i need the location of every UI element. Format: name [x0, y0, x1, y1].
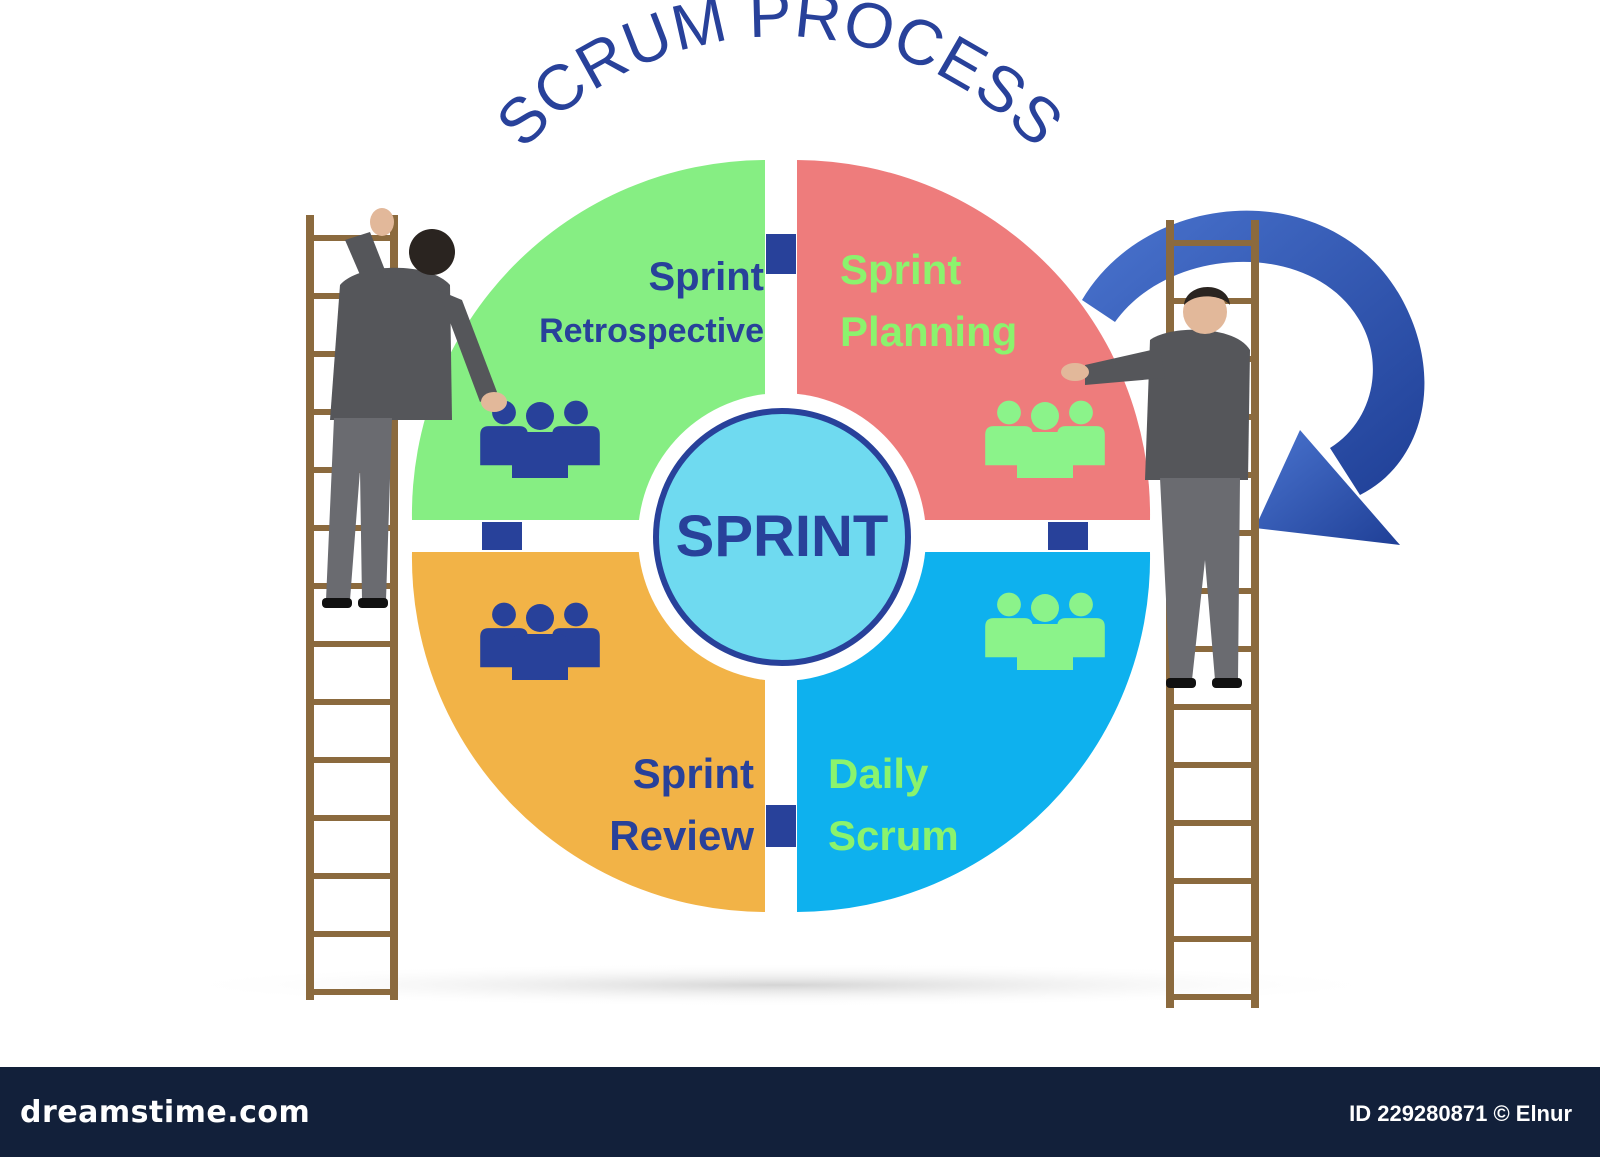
- ladder-rung: [310, 989, 394, 995]
- connector-left: [482, 522, 522, 550]
- label-planning-line1: Sprint: [840, 246, 961, 293]
- connector-right: [1048, 522, 1088, 550]
- businessman-left-shoe-2: [358, 598, 388, 608]
- cycle-arrow-head: [1255, 430, 1400, 545]
- ladder-rung: [1170, 704, 1255, 710]
- diagram-title: SCRUM PROCESS: [482, 0, 1077, 160]
- ladder-rung: [1170, 936, 1255, 942]
- businessman-right: [1061, 286, 1250, 688]
- label-daily-line1: Daily: [828, 750, 929, 797]
- team-icon-retrospective: [480, 400, 600, 478]
- label-retrospective-line1: Sprint: [648, 255, 764, 299]
- person-head: [564, 400, 588, 425]
- person-head: [1031, 402, 1059, 430]
- businessman-left-jacket: [330, 267, 452, 420]
- ladder-rail-right: [1251, 220, 1259, 1008]
- businessman-left-shoe: [322, 598, 352, 608]
- businessman-left-legs: [326, 418, 392, 600]
- floor-shadow: [160, 963, 1400, 1007]
- ladder-rung: [1170, 994, 1255, 1000]
- label-review-line2: Review: [609, 812, 754, 859]
- ladder-rung: [310, 931, 394, 937]
- businessman-right-hair: [1184, 286, 1230, 305]
- diagram-title-path: SCRUM PROCESS: [482, 0, 1076, 160]
- ladder-rail-left: [306, 215, 314, 1000]
- scrum-process-diagram: SPRINT SCRUM PROCESS Sprint Retrospectiv…: [160, 0, 1425, 1008]
- person-head: [1069, 592, 1093, 617]
- person-body: [1017, 624, 1073, 670]
- person-head: [526, 402, 554, 430]
- footer-bar: dreamstime.com ID 229280871 © Elnur: [0, 1067, 1600, 1157]
- person-head: [526, 604, 554, 632]
- businessman-right-head: [1183, 290, 1227, 334]
- businessman-right-arm-pointing: [1085, 348, 1165, 385]
- quadrant-labels: Sprint Retrospective Sprint Planning Spr…: [539, 246, 1017, 859]
- label-daily-line2: Scrum: [828, 812, 959, 859]
- team-icon-review: [480, 602, 600, 680]
- businessman-right-hand: [1061, 363, 1089, 381]
- businessman-right-shoe-2: [1212, 678, 1242, 688]
- person-body: [1017, 432, 1073, 478]
- ladder-rail-right: [390, 215, 398, 1000]
- businessman-left-arm-extended: [438, 290, 497, 402]
- person-head: [1069, 400, 1093, 425]
- businessman-left: [322, 208, 507, 608]
- center-circle: [653, 408, 911, 666]
- team-icon-daily: [985, 592, 1105, 670]
- person-head: [1031, 594, 1059, 622]
- businessman-right-legs: [1160, 478, 1240, 680]
- person-head: [492, 602, 516, 627]
- label-planning-line2: Planning: [840, 308, 1017, 355]
- ladder-rung: [1170, 820, 1255, 826]
- ladder-rung: [310, 757, 394, 763]
- ladder-rung: [310, 815, 394, 821]
- ladder-rung: [310, 583, 394, 589]
- businessman-left-hand-raised: [370, 208, 394, 236]
- businessman-right-jacket: [1145, 329, 1250, 480]
- cycle-arrow-icon: [1082, 210, 1425, 545]
- footer-logo[interactable]: dreamstime.com: [20, 1095, 311, 1130]
- cycle-arrow-body: [1082, 210, 1425, 496]
- person-body: [512, 432, 568, 478]
- businessman-right-shoe: [1166, 678, 1196, 688]
- center-label: SPRINT: [676, 504, 889, 569]
- ladder-rung: [1170, 762, 1255, 768]
- person-head: [997, 400, 1021, 425]
- connectors: [482, 234, 1088, 847]
- ladder-rung: [1170, 878, 1255, 884]
- connector-bottom: [766, 805, 796, 847]
- person-head: [997, 592, 1021, 617]
- ladder-rung: [310, 641, 394, 647]
- label-retrospective-line2: Retrospective: [539, 312, 764, 350]
- person-head: [564, 602, 588, 627]
- team-icon-planning: [985, 400, 1105, 478]
- ladder-rung: [310, 699, 394, 705]
- businessman-left-hand-extended: [481, 392, 507, 412]
- label-review-line1: Sprint: [633, 750, 754, 797]
- person-body: [512, 634, 568, 680]
- businessman-left-head: [409, 229, 455, 275]
- ladder-rung: [1170, 240, 1255, 246]
- connector-top: [766, 234, 796, 274]
- footer-credit: ID 229280871 © Elnur: [1349, 1101, 1572, 1126]
- ladder-rung: [310, 873, 394, 879]
